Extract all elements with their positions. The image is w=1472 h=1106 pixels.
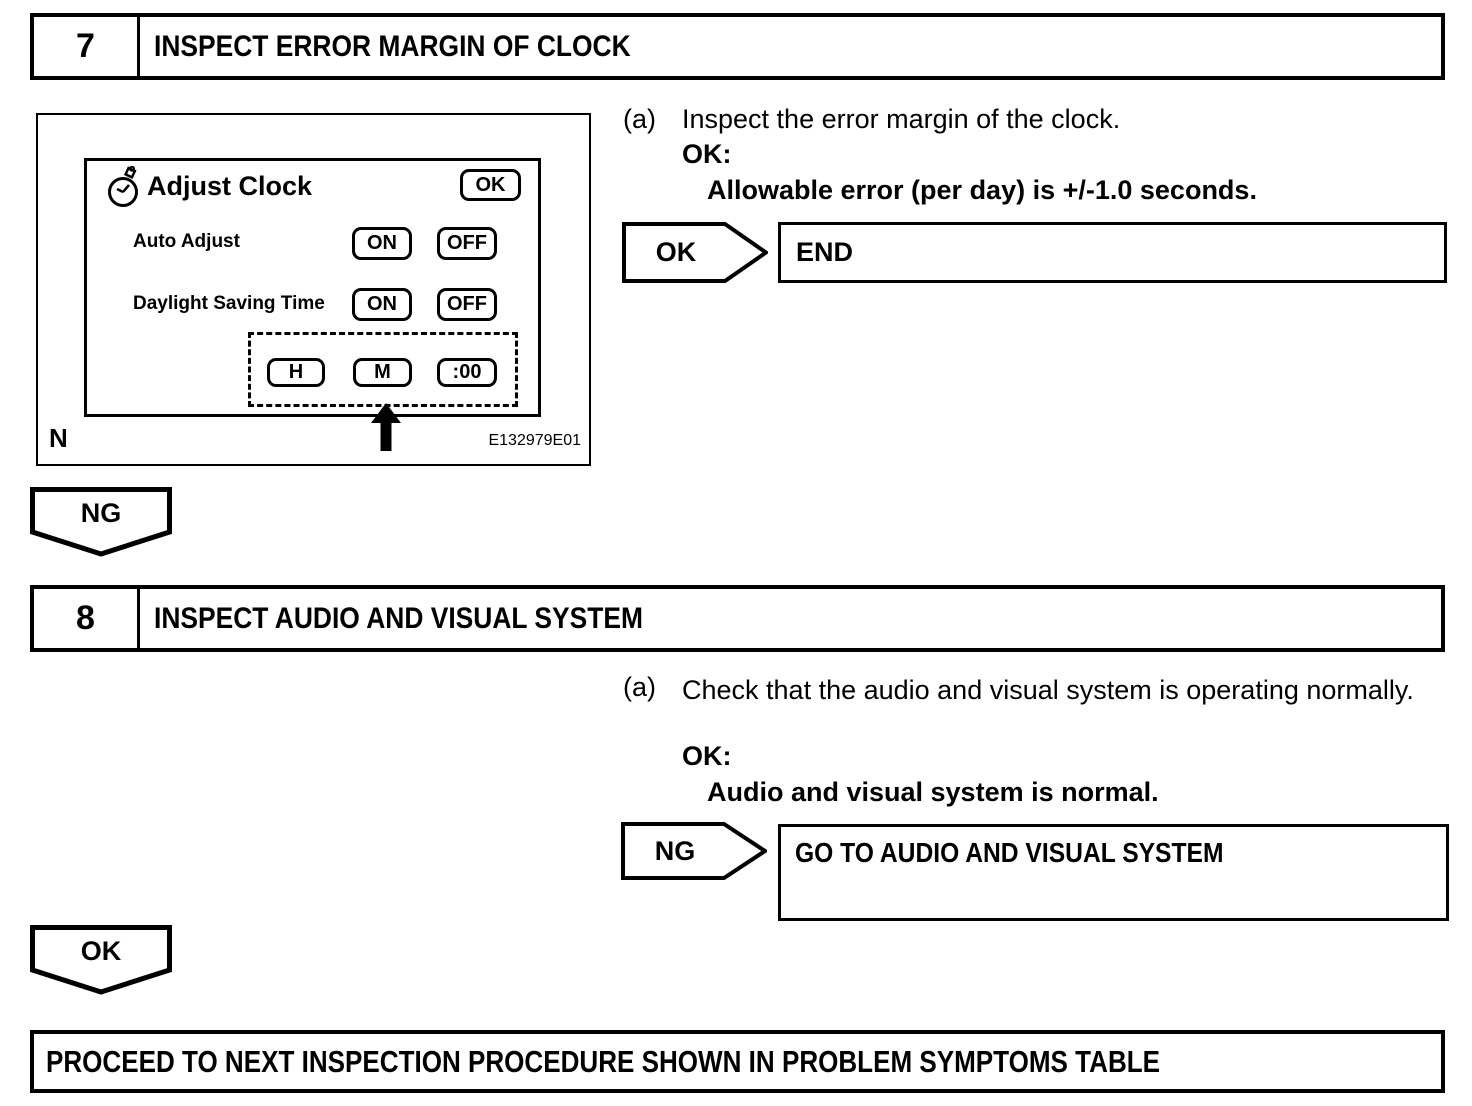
ok-connector-label: OK — [80, 935, 122, 966]
adjust-clock-figure: Adjust Clock OK Auto Adjust ON OFF Dayli… — [36, 113, 591, 466]
step-8-result-text: GO TO AUDIO AND VISUAL SYSTEM — [795, 837, 1224, 868]
step-7-ok-label: OK: — [682, 139, 732, 169]
step-8-item-text: Check that the audio and visual system i… — [682, 675, 1414, 705]
step-8-item-letter: (a) — [623, 672, 656, 702]
step-7-decision-label: OK — [655, 237, 697, 267]
step-8-decision-label: NG — [654, 835, 696, 866]
step-7-decision-connector: OK — [622, 222, 768, 283]
step-8-header: 8 INSPECT AUDIO AND VISUAL SYSTEM — [30, 585, 1445, 652]
step-7-header: 7 INSPECT ERROR MARGIN OF CLOCK — [30, 13, 1445, 80]
time-set-dashed-zone — [248, 332, 518, 407]
figure-corner-label: N — [49, 423, 68, 453]
minute-button: M — [353, 358, 412, 387]
ok-connector: OK — [30, 925, 172, 995]
seconds-button: :00 — [437, 358, 497, 387]
figure-code: E132979E01 — [488, 432, 581, 449]
stopwatch-icon — [106, 166, 142, 212]
footer-instruction-box: PROCEED TO NEXT INSPECTION PROCEDURE SHO… — [30, 1030, 1445, 1093]
auto-adjust-on-button: ON — [352, 227, 412, 260]
step-8-number: 8 — [34, 589, 140, 648]
hour-button: H — [267, 358, 325, 387]
step-7-result-text: END — [796, 237, 854, 267]
step-7-title: INSPECT ERROR MARGIN OF CLOCK — [154, 29, 631, 63]
step-7-number: 7 — [34, 17, 140, 76]
daylight-saving-off-button: OFF — [437, 288, 497, 321]
auto-adjust-off-button: OFF — [437, 227, 497, 260]
step-8-ok-detail: Audio and visual system is normal. — [707, 777, 1159, 807]
step-8-decision-connector: NG — [621, 822, 767, 880]
screen-ok-button: OK — [460, 169, 521, 201]
ng-connector-label: NG — [80, 497, 122, 528]
step-7-item-letter: (a) — [623, 104, 656, 134]
step-7-result-box: END — [778, 222, 1447, 283]
adjust-clock-screen: Adjust Clock OK Auto Adjust ON OFF Dayli… — [84, 158, 541, 417]
ng-connector: NG — [30, 487, 172, 557]
daylight-saving-on-button: ON — [352, 288, 412, 321]
daylight-saving-label: Daylight Saving Time — [133, 293, 325, 314]
auto-adjust-label: Auto Adjust — [133, 231, 240, 252]
up-arrow-icon — [371, 403, 401, 451]
step-8-result-box: GO TO AUDIO AND VISUAL SYSTEM — [778, 824, 1449, 921]
screen-title: Adjust Clock — [147, 171, 313, 201]
step-8-title: INSPECT AUDIO AND VISUAL SYSTEM — [154, 601, 643, 635]
step-7-ok-detail: Allowable error (per day) is +/-1.0 seco… — [707, 175, 1257, 205]
step-7-item-text: Inspect the error margin of the clock. — [682, 104, 1121, 134]
step-8-ok-label: OK: — [682, 741, 732, 771]
footer-instruction-text: PROCEED TO NEXT INSPECTION PROCEDURE SHO… — [46, 1043, 1161, 1079]
